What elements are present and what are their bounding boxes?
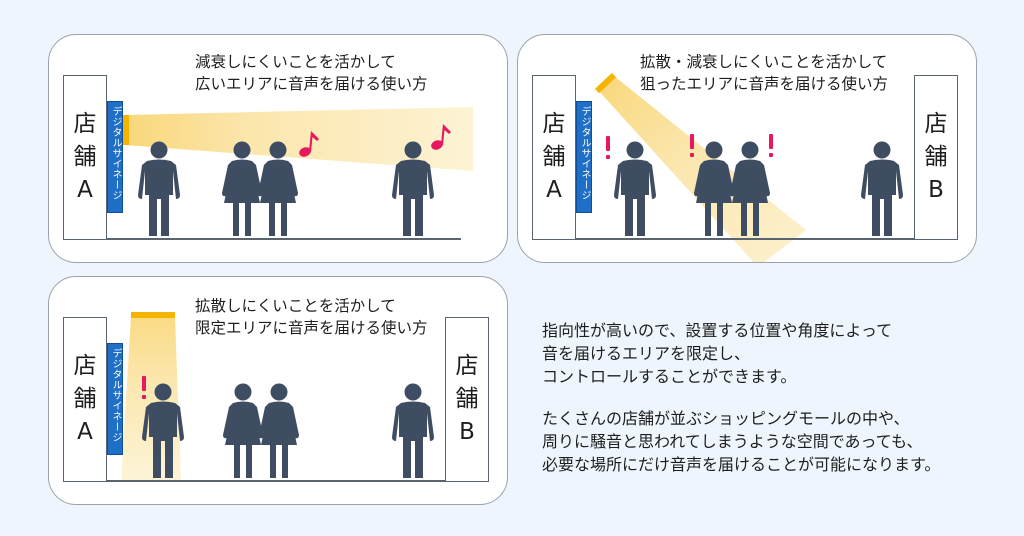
scene-wide-area bbox=[63, 107, 473, 240]
description-paragraph-2: たくさんの店舗が並ぶショッピングモールの中や、 周りに騒音と思われてしまうような… bbox=[542, 409, 941, 474]
sound-beam bbox=[125, 107, 473, 171]
description-paragraph-1: 指向性が高いので、設置する位置や角度によって 音を届けるエリアを限定し、 コント… bbox=[542, 321, 893, 386]
person-woman bbox=[259, 383, 299, 478]
caption: 拡散しにくいことを活かして限定エリアに音声を届ける使い方 bbox=[195, 297, 428, 337]
speaker bbox=[131, 312, 175, 318]
digital-signage: デジタルサイネージ bbox=[576, 101, 592, 213]
scene-limited-area bbox=[63, 312, 489, 482]
person-woman bbox=[223, 383, 263, 478]
digital-signage: デジタルサイネージ bbox=[107, 343, 123, 455]
person-man bbox=[138, 141, 180, 236]
person-man bbox=[861, 141, 903, 236]
caption: 減衰しにくいことを活かして広いエリアに音声を届ける使い方 bbox=[195, 53, 428, 93]
speaker bbox=[123, 115, 129, 145]
exclamation-icon bbox=[142, 376, 146, 399]
person-man bbox=[614, 141, 656, 236]
digital-signage: デジタルサイネージ bbox=[107, 101, 123, 213]
exclamation-icon bbox=[606, 134, 773, 159]
caption: 拡散・減衰しにくいことを活かして狙ったエリアに音声を届ける使い方 bbox=[640, 53, 889, 93]
speaker bbox=[594, 72, 617, 94]
music-note-icon bbox=[299, 124, 451, 157]
person-man bbox=[392, 383, 434, 478]
scene-targeted-area bbox=[532, 72, 954, 262]
person-woman bbox=[222, 141, 262, 236]
